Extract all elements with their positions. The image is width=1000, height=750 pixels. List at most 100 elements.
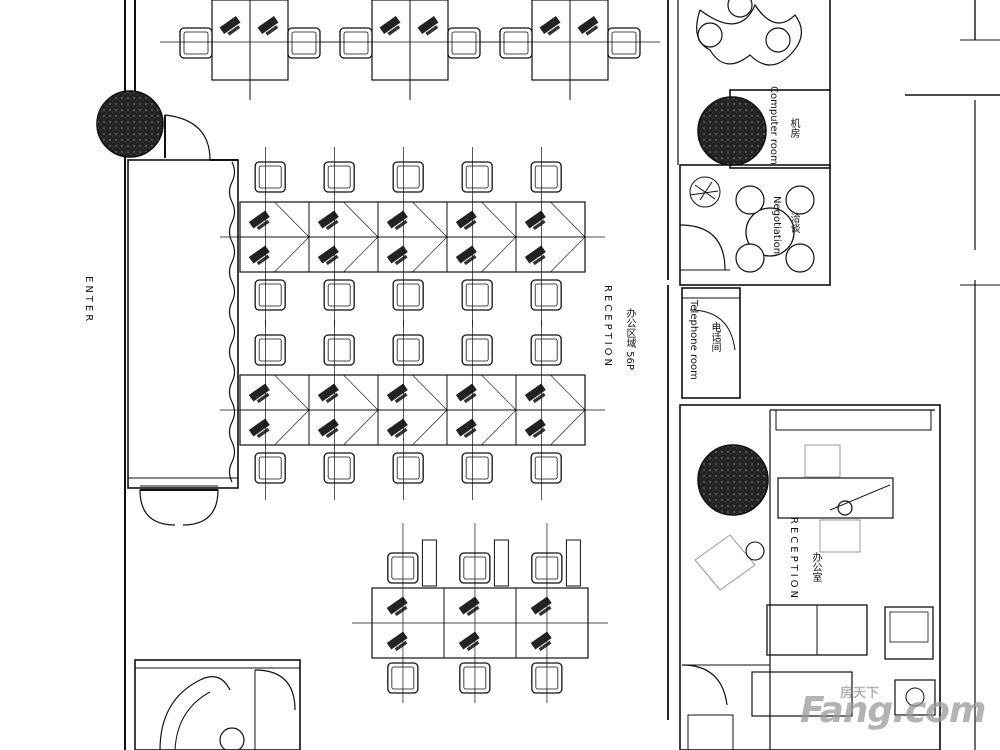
chair [254,334,286,366]
desk-block-bottom [352,523,608,703]
reception-label-main: RECEPTION [602,285,613,370]
visitor-chair [819,519,861,553]
watermark-brand: Fang.com [800,690,986,731]
stool [727,0,753,18]
chair [339,27,373,59]
safe [894,679,936,716]
computer-monitor [386,383,408,404]
computer-monitor [524,210,546,231]
lounge-table [696,3,802,66]
computer-monitor [386,631,408,652]
chair [287,27,321,59]
chair [461,279,493,311]
computer-monitor [417,15,439,36]
desk-block [220,147,605,327]
computer-monitor [386,418,408,439]
walls [124,0,1000,750]
computer-monitor [257,15,279,36]
room-furniture [689,0,936,717]
chair [530,161,562,193]
chair [461,334,493,366]
armchair [884,606,934,660]
telephone-room-label: Telephone room [688,300,699,380]
negotiation-table [745,207,795,257]
computer-monitor [248,210,270,231]
chair [530,334,562,366]
telephone-room-label-cn: 电话间 [709,322,720,352]
stool [765,27,791,53]
office-desk [777,477,894,519]
negotiation-chair [735,185,765,215]
computer-room-label: Computer room [768,86,779,165]
chair [461,161,493,193]
potted-plant [697,96,767,166]
computer-monitor [458,631,480,652]
chair [607,27,641,59]
chair [323,279,355,311]
chair [447,27,481,59]
chair [499,27,533,59]
computer-room-label-cn: 机房 [788,118,799,138]
cabinet [751,671,853,717]
watermark-logo: Fang.com 房天下 [800,686,990,734]
computer-monitor [219,15,241,36]
computer-monitor [317,418,339,439]
potted-plants [96,90,769,516]
computer-monitor [455,383,477,404]
small-plant [689,176,721,208]
negotiation-room-label: Negotiation [771,196,782,255]
chair [392,452,424,484]
chair [254,452,286,484]
computer-monitor [386,596,408,617]
computer-monitor [455,418,477,439]
chair [254,279,286,311]
computer-monitor [386,245,408,266]
chair [323,452,355,484]
computer-monitor [317,210,339,231]
computer-monitor [455,245,477,266]
desk-block-top [160,0,340,100]
computer-monitor [577,15,599,36]
computer-monitor [317,245,339,266]
negotiation-chair [785,185,815,215]
chair [392,279,424,311]
reception-label-office: RECEPTION [788,517,799,602]
computer-monitor [248,418,270,439]
office-chair [804,444,841,478]
chair [254,161,286,193]
workstation-clusters [160,0,660,703]
computer-monitor [248,245,270,266]
computer-monitor [524,383,546,404]
office-label-cn: 办公室 [810,552,821,582]
chair [392,161,424,193]
computer-monitor [379,15,401,36]
desk-block [220,320,605,500]
chair [179,27,213,59]
side-table [694,534,756,591]
potted-plant [96,90,164,158]
computer-monitor [455,210,477,231]
computer-monitor [524,418,546,439]
computer-monitor [458,596,480,617]
stool [697,22,723,48]
chair [323,161,355,193]
chair [461,452,493,484]
computer-monitor [524,245,546,266]
office-area-label: 办公区域 56P [624,308,635,370]
chair [392,334,424,366]
stool [745,541,765,561]
negotiation-chair [735,243,765,273]
computer-monitor [539,15,561,36]
negotiation-room-label-cn: 洽谈 [788,213,799,233]
computer-monitor [317,383,339,404]
computer-monitor [530,631,552,652]
enter-label: ENTER [83,276,94,325]
chair [530,452,562,484]
desk-block-top [480,0,660,100]
watermark-brand-cn: 房天下 [840,686,880,701]
chair [323,334,355,366]
computer-monitor [386,210,408,231]
chair [530,279,562,311]
